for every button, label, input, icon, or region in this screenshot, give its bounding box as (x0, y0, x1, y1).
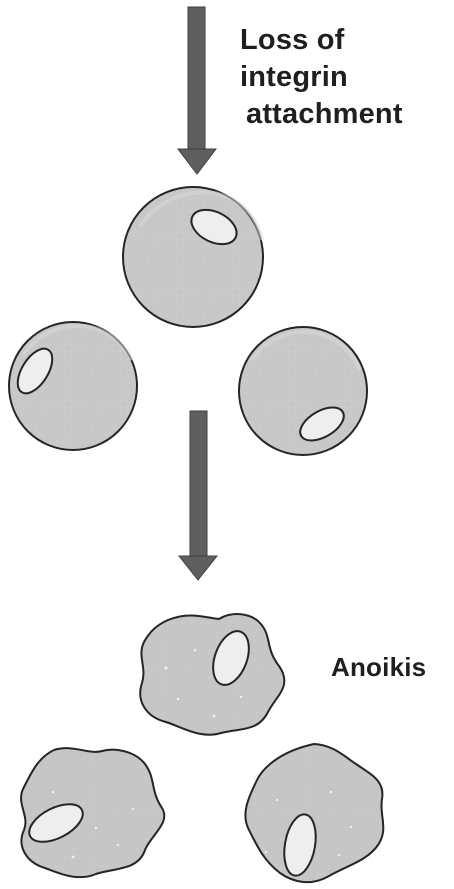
detached-cell-top (123, 187, 263, 327)
loss-of-integrin-attachment-label: Loss of integrin attachment (240, 22, 403, 133)
anoikis-cell-left (21, 748, 164, 877)
loss-label-line-2: integrin (240, 59, 403, 96)
loss-label-line-1: Loss of (240, 22, 403, 59)
anoikis-cell-top (140, 614, 284, 735)
arrow-top (178, 7, 216, 174)
loss-label-line-3: attachment (240, 96, 403, 133)
detached-cell-right (239, 327, 367, 455)
arrow-middle (179, 411, 217, 580)
anoikis-label: Anoikis (331, 650, 426, 684)
anoikis-cell-right (245, 744, 383, 882)
detached-cell-left (9, 322, 137, 450)
